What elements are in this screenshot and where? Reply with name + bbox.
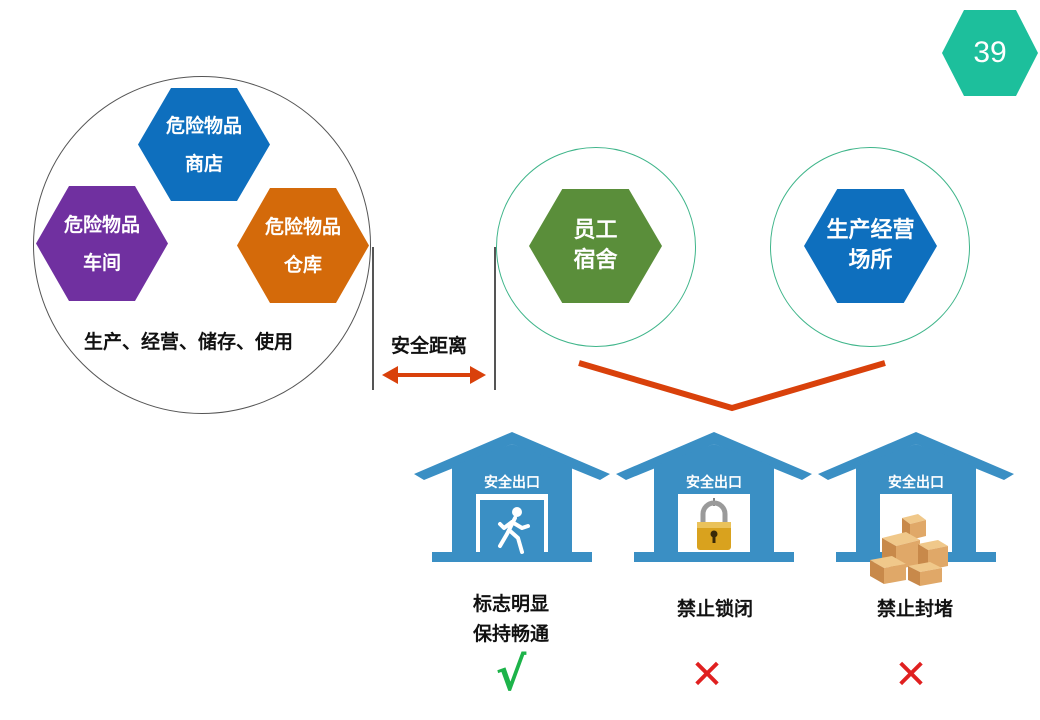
hex-hazard-workshop-line2: 车间: [82, 251, 121, 274]
page-number: 39: [973, 36, 1007, 69]
exit-house-1-caption: 标志明显 保持畅通: [446, 589, 576, 649]
boundary-line-right: [494, 247, 496, 390]
hex-dormitory-line2: 宿舍: [573, 248, 618, 273]
dormitory-circle: [496, 147, 696, 347]
exit-house-3-caption: 禁止封堵: [876, 598, 953, 620]
hex-hazard-warehouse-line1: 危险物品: [264, 215, 341, 238]
cross-mark-icon-2: ✕: [894, 652, 928, 698]
exit-house-1-caption-line2: 保持畅通: [472, 623, 549, 645]
exit-house-1-caption-line1: 标志明显: [472, 593, 549, 615]
hex-workplace-line1: 生产经营: [826, 218, 915, 243]
hex-workplace-line2: 场所: [848, 248, 893, 273]
page-number-badge: 39: [942, 10, 1038, 96]
walking-person-icon: [498, 507, 530, 554]
exit-house-3-title: 安全出口: [888, 475, 944, 491]
hex-dormitory: 员工 宿舍: [529, 189, 662, 303]
cross-mark-icon-1: ✕: [690, 652, 724, 698]
exit-house-1-title: 安全出口: [484, 475, 540, 491]
check-mark-icon: √: [495, 647, 527, 701]
safe-distance-label: 安全距离: [391, 335, 468, 357]
hazard-group-circle: [33, 76, 371, 414]
hex-workplace: 生产经营 场所: [804, 189, 937, 303]
hex-dormitory-line1: 员工: [573, 218, 618, 243]
padlock-icon: [697, 498, 731, 550]
hex-hazard-store-line1: 危险物品: [165, 114, 242, 137]
exit-house-2: [616, 432, 812, 562]
exit-house-2-title: 安全出口: [686, 475, 742, 491]
hazard-group-caption: 生产、经营、储存、使用: [84, 331, 294, 353]
boxes-icon: [870, 514, 948, 586]
hex-hazard-warehouse-line2: 仓库: [283, 253, 322, 276]
hex-hazard-store-line2: 商店: [184, 152, 223, 175]
hex-hazard-workshop-line1: 危险物品: [63, 213, 140, 236]
workplace-circle: [770, 147, 970, 347]
bracket-connector: [578, 360, 886, 412]
exit-house-2-caption: 禁止锁闭: [676, 598, 753, 620]
boundary-line-left: [372, 247, 374, 390]
double-arrow-icon: [382, 366, 486, 384]
exit-house-1: [414, 432, 610, 562]
